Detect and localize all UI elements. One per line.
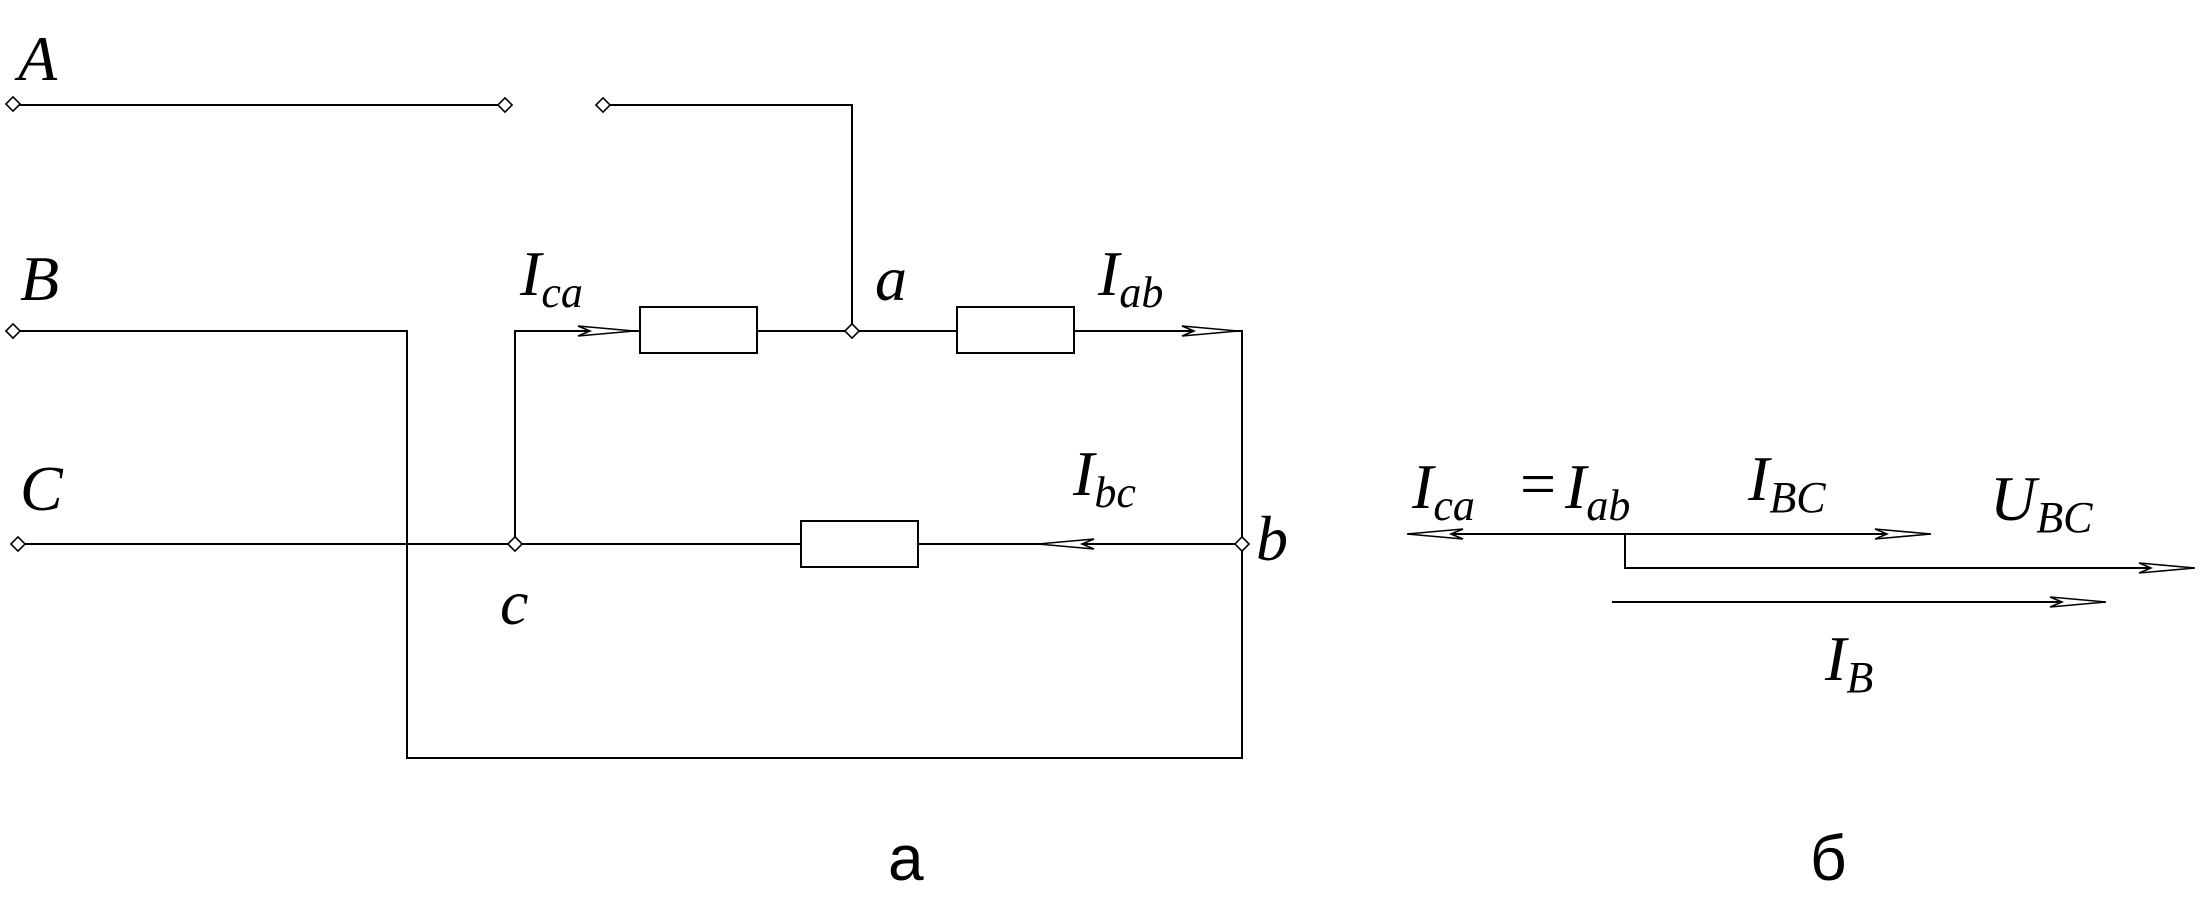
terminal-a-switch-right (594, 96, 612, 114)
label-phasor-ib: IB (1824, 623, 1873, 702)
label-current-ica: Ica (519, 238, 583, 317)
label-terminal-b: B (20, 243, 59, 314)
caption-right: б (1810, 822, 1847, 894)
line-b-wire (14, 330, 1243, 759)
line-a-right-wire (603, 104, 853, 331)
caption-left: а (888, 822, 924, 894)
node-c-dot (506, 535, 524, 553)
label-current-ibc: Ibc (1072, 438, 1136, 517)
resistor-ca (639, 306, 758, 354)
branch-ab-wire (1074, 330, 1243, 544)
phasor-ubc-line (1624, 534, 2194, 569)
terminal-a-switch-left (496, 96, 514, 114)
label-node-b: b (1256, 503, 1288, 574)
phasor-ubc-arrowhead (2138, 562, 2196, 574)
label-node-a: a (875, 243, 907, 314)
label-terminal-a: A (14, 23, 58, 94)
branch-ca-wire (514, 330, 640, 544)
label-phasor-ica: Ica (1411, 451, 1475, 530)
arrow-iab (1181, 325, 1239, 337)
phasor-ibc-arrowhead (1874, 528, 1932, 540)
node-b-dot (1233, 535, 1251, 553)
label-phasor-equals: = (1520, 448, 1556, 519)
phasor-diagram: Ica = Iab IBC UBC IB (1406, 443, 2196, 702)
terminal-a-start (4, 95, 22, 113)
label-phasor-iab: Iab (1564, 451, 1630, 530)
node-a-dot (843, 322, 861, 340)
label-node-c: c (500, 567, 528, 638)
arrow-ica (577, 325, 635, 337)
terminal-c-start (9, 535, 27, 553)
label-terminal-c: C (20, 453, 64, 524)
label-current-iab: Iab (1097, 238, 1163, 317)
resistor-bc (800, 520, 919, 568)
phasor-ib-arrowhead (2049, 596, 2107, 608)
circuit-schematic: A B C a b c Ica Iab Ibc (4, 23, 1288, 759)
resistor-ab (956, 306, 1075, 354)
terminal-b-start (4, 322, 22, 340)
arrow-ibc (1037, 538, 1095, 550)
label-phasor-ibc: IBC (1747, 443, 1826, 522)
label-phasor-ubc: UBC (1990, 463, 2093, 542)
phasor-ica-arrowhead (1406, 528, 1464, 540)
